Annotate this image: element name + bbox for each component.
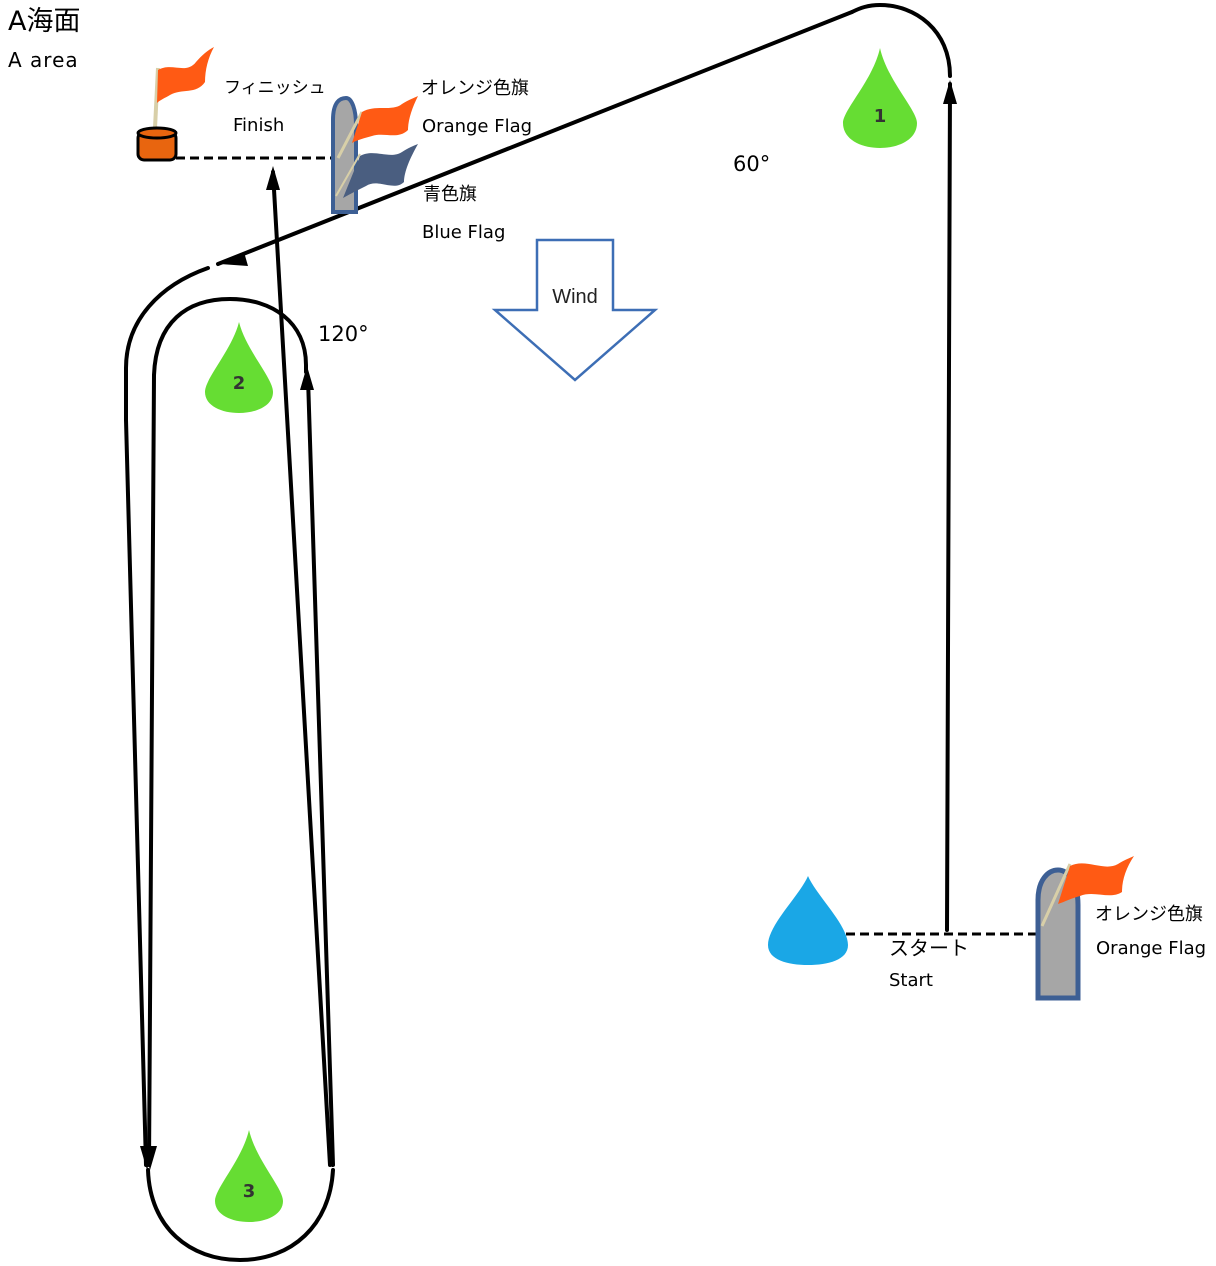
mark-2: 2 <box>205 322 273 413</box>
start-orange-flag-icon <box>1058 856 1134 904</box>
rounding-mark1 <box>850 2 952 78</box>
finish-orange-flag-en: Orange Flag <box>422 116 533 137</box>
finish-flag-pole <box>153 67 160 129</box>
start-label-ja: スタート <box>889 936 969 960</box>
start-orange-flag-ja: オレンジ色旗 <box>1095 904 1203 925</box>
mark-1-cone <box>843 48 917 148</box>
leg-outer-down <box>124 418 148 1167</box>
leg-inner-down <box>147 373 156 1167</box>
start-label-en: Start <box>889 970 933 991</box>
arrowhead-left-turn <box>220 252 248 266</box>
leg-up-finish <box>271 170 332 1167</box>
dashed-lines <box>176 156 1040 936</box>
arrowhead-finish <box>266 166 280 190</box>
rounding-mark3 <box>146 1168 335 1263</box>
mark-3-cone <box>215 1130 283 1222</box>
leg-up-inner <box>306 376 335 1167</box>
mark-2-number: 2 <box>233 373 246 394</box>
start-mark-cone <box>768 876 848 965</box>
course-arrows <box>140 80 957 1170</box>
mark-3: 3 <box>215 1130 283 1222</box>
mark-1: 1 <box>843 48 917 148</box>
area-title-ja: A海面 <box>8 6 81 37</box>
wind-arrow: Wind <box>491 238 659 382</box>
angle-60-label: 60° <box>733 152 771 176</box>
mark-2-cone <box>205 322 273 413</box>
rounding-mark2 <box>152 296 308 377</box>
course-path <box>124 2 952 1263</box>
finish-orange-flag-ja: オレンジ色旗 <box>421 78 529 99</box>
leg-start-to-mark1 <box>945 82 952 932</box>
area-title-en: A area <box>8 48 79 72</box>
finish-blue-flag-en: Blue Flag <box>422 222 506 243</box>
arrowhead-mark1 <box>943 80 957 104</box>
mark-3-number: 3 <box>243 1181 256 1202</box>
finish-label-ja: フィニッシュ <box>224 78 326 98</box>
outer-turn <box>124 266 210 422</box>
blue-flag-icon <box>343 144 418 198</box>
arrowhead-mark2 <box>300 366 314 390</box>
start-committee-boat <box>1035 856 1134 1001</box>
wind-arrow-shape <box>491 238 659 382</box>
angle-120-label: 120° <box>318 322 369 346</box>
arrowhead-mark3-inner <box>143 1146 157 1170</box>
finish-flag <box>157 47 214 103</box>
finish-buoy <box>136 47 214 162</box>
finish-blue-flag-ja: 青色旗 <box>423 184 477 205</box>
leg-mark1-to-left-turn <box>216 10 854 266</box>
mark-1-number: 1 <box>874 106 887 127</box>
finish-committee-boat <box>331 95 418 214</box>
finish-label-en: Finish <box>233 115 285 136</box>
orange-flag-icon <box>352 96 418 143</box>
start-boat-hull <box>1035 867 1081 1001</box>
wind-label: Wind <box>552 286 598 308</box>
start-orange-flag-en: Orange Flag <box>1096 938 1207 959</box>
